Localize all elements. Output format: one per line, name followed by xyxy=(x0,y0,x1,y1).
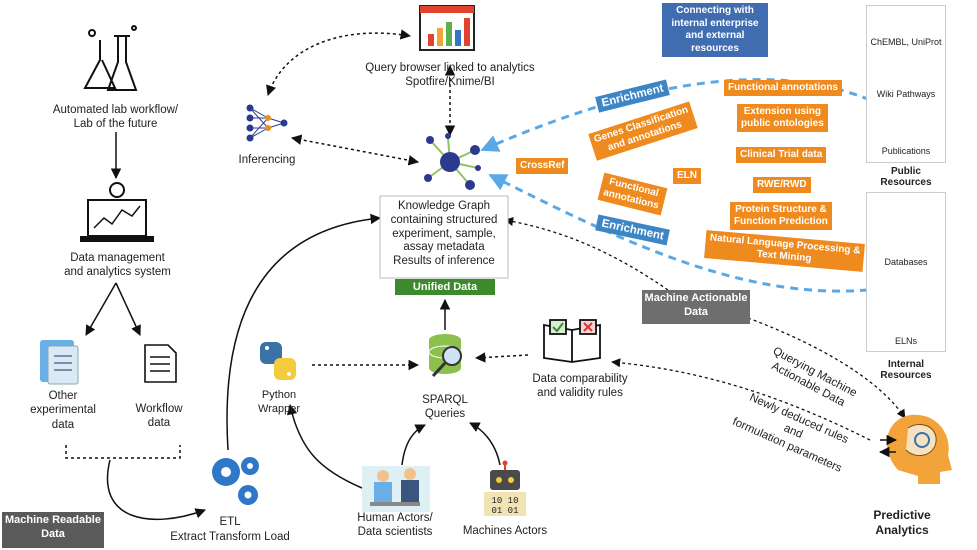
public-resources-title: Public Resources xyxy=(880,166,932,188)
svg-text:10 10: 10 10 xyxy=(491,496,518,506)
sparql-label: SPARQL Queries xyxy=(422,394,468,421)
predictive-label: Predictive Analytics xyxy=(873,508,931,537)
arrow-machines-to-sparql xyxy=(469,422,501,466)
etl-subtitle: Extract Transform Load xyxy=(170,531,290,543)
wiki-label: Wiki Pathways xyxy=(876,89,936,99)
eln-tag: ELN xyxy=(673,168,701,184)
machine-actionable-badge: Machine Actionable Data xyxy=(642,290,750,324)
databases-label: Databases xyxy=(884,257,928,267)
kg-box xyxy=(379,195,509,279)
query-browser-label: Query browser linked to analytics Spotfi… xyxy=(365,62,535,89)
human-actors-icon xyxy=(362,466,430,512)
python-icon xyxy=(260,342,296,380)
rules-book-icon xyxy=(543,319,601,363)
arrow-internal-to-hub xyxy=(488,173,869,293)
internal-resources-panel xyxy=(866,192,946,352)
arrow-etl-to-kg xyxy=(226,213,382,451)
chembl-label: ChEMBL, UniProt xyxy=(870,37,942,47)
arrow-to-workflow xyxy=(115,282,141,336)
elns-label: ELNs xyxy=(894,336,917,346)
predictive-head-icon xyxy=(878,414,952,484)
analytics-chart-icon xyxy=(419,5,475,51)
arrow-infer-hub xyxy=(290,134,420,166)
publications-label: Publications xyxy=(881,146,931,156)
lab-label: Automated lab workflow/ Lab of the futur… xyxy=(52,104,179,131)
workflow-document-icon xyxy=(144,344,177,383)
document-icon xyxy=(40,340,79,385)
gears-icon xyxy=(212,457,259,505)
crossref-tag: CrossRef xyxy=(516,158,569,174)
arrow-actionable-to-kg xyxy=(504,216,669,291)
data-mgmt-label: Data management and analytics system xyxy=(64,252,171,279)
protein-tag: Protein Structure & Function Prediction xyxy=(730,202,832,230)
arrow-human-to-python xyxy=(286,403,363,489)
functional-right-tag: Functional annotations xyxy=(724,80,842,96)
knowledge-graph-icon xyxy=(424,133,481,190)
other-exp-label: Other experimental data xyxy=(30,390,96,431)
internal-resources-title: Internal Resources xyxy=(880,359,932,381)
lab-flask-icon xyxy=(83,25,138,91)
arrow-human-to-sparql xyxy=(401,424,426,466)
arrow-infer-query xyxy=(266,29,412,96)
extension-tag: Extension using public ontologies xyxy=(737,104,828,132)
database-search-icon xyxy=(428,334,462,378)
clinical-tag: Clinical Trial data xyxy=(736,147,827,163)
svg-text:01 01: 01 01 xyxy=(491,506,518,516)
inferencing-network-icon xyxy=(246,104,288,142)
connecting-badge: Connecting with internal enterprise and … xyxy=(662,3,768,57)
etl-title: ETL xyxy=(219,516,241,528)
rwe-tag: RWE/RWD xyxy=(753,177,811,193)
data-bracket xyxy=(65,445,181,459)
kg-label: Knowledge Graph containing structured ex… xyxy=(390,200,498,268)
robot-icon: 10 10 01 01 xyxy=(484,460,526,516)
unified-data-badge: Unified Data xyxy=(395,279,495,295)
inferencing-label: Inferencing xyxy=(238,154,296,166)
arrow-predictive-to-rules xyxy=(611,358,871,441)
human-label: Human Actors/ Data scientists xyxy=(357,512,433,539)
arrow-to-etl xyxy=(106,459,206,521)
public-resources-panel xyxy=(866,5,946,163)
workflow-label: Workflow data xyxy=(135,403,183,430)
arrow-rules-to-sparql xyxy=(474,352,529,363)
python-label: Python Wrapper xyxy=(258,389,300,415)
arrow-to-other xyxy=(85,282,117,336)
machine-readable-badge: Machine Readable Data xyxy=(2,512,104,548)
comparability-label: Data comparability and validity rules xyxy=(532,373,628,400)
analytics-laptop-icon xyxy=(80,182,154,242)
machines-label: Machines Actors xyxy=(462,525,548,537)
